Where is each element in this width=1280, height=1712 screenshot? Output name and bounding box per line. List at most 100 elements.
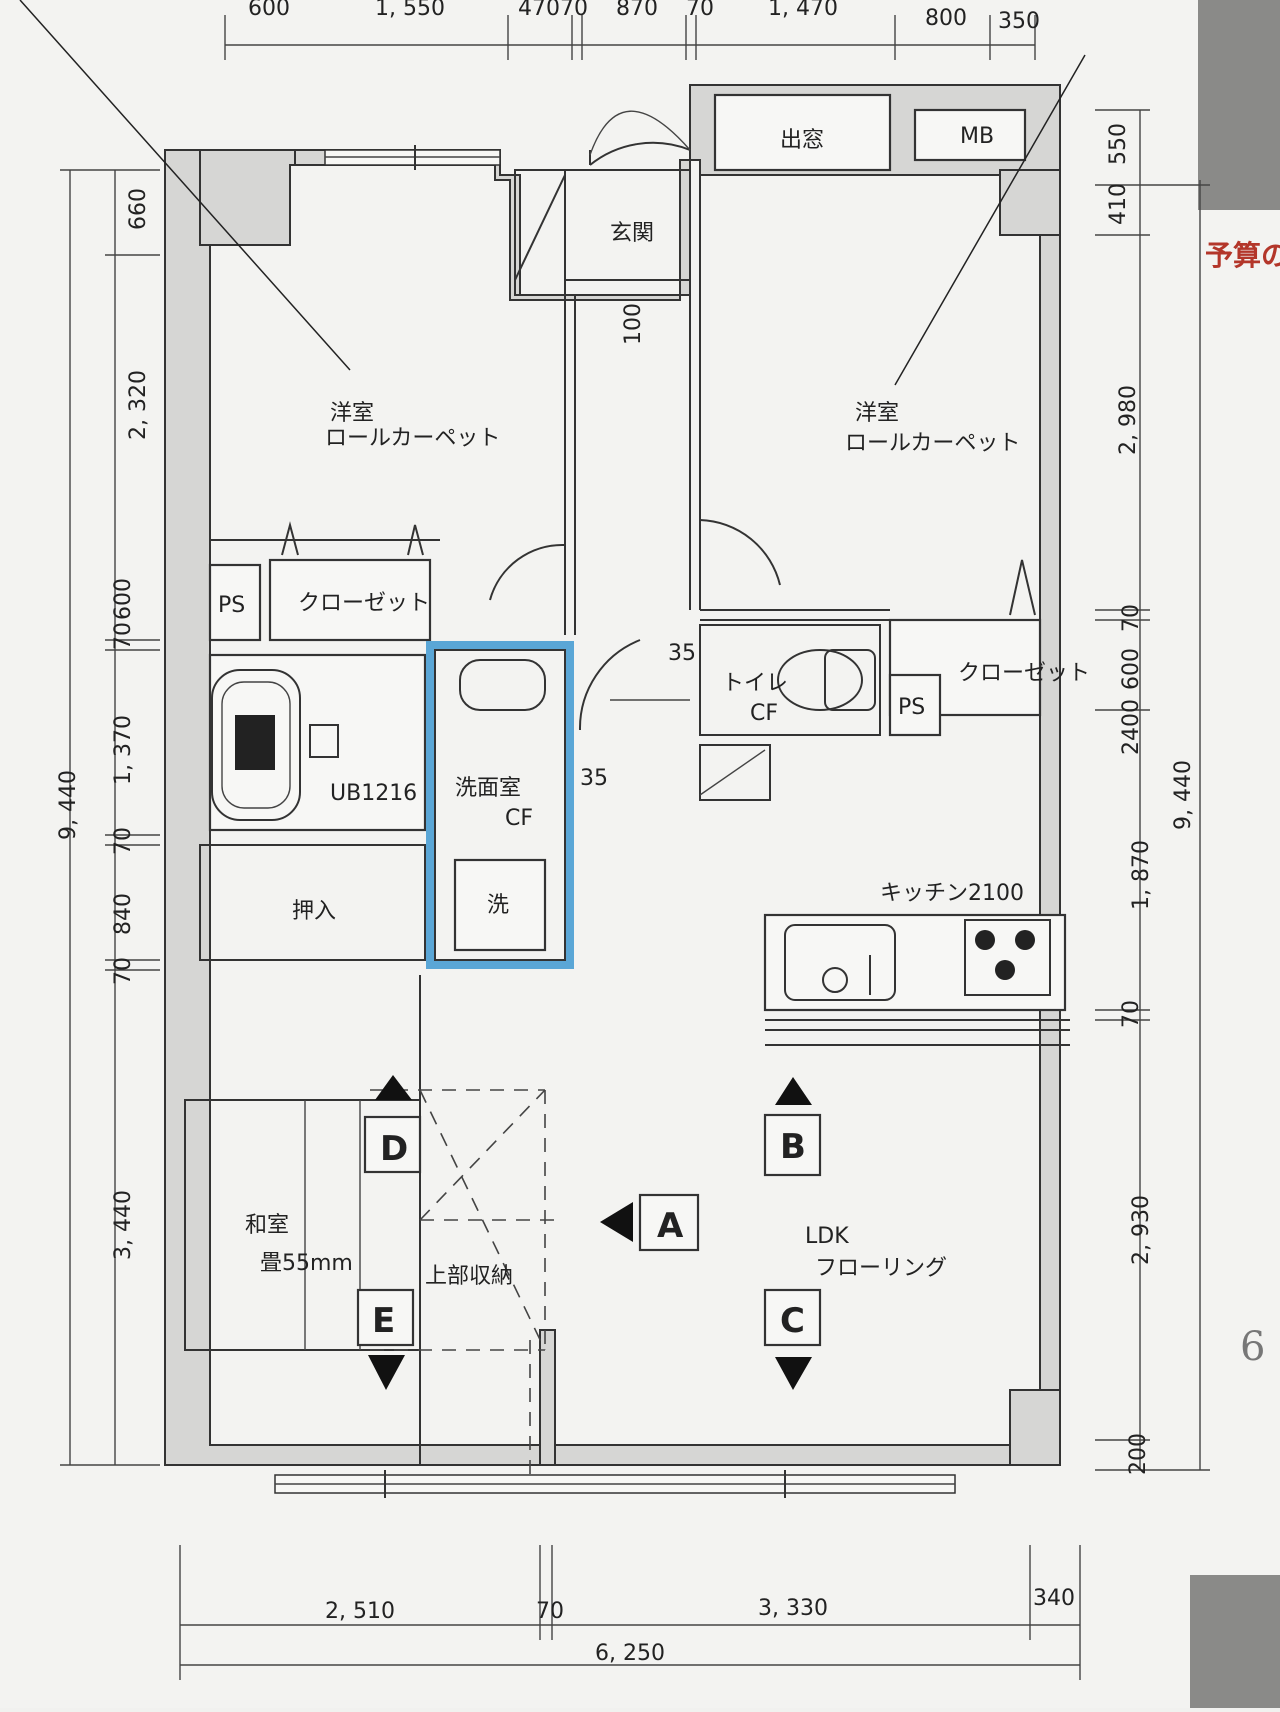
dim-top-5: 870 — [616, 0, 658, 21]
bay-window-label: 出窓 — [780, 128, 824, 153]
western-room-left-label: 洋室 — [330, 401, 374, 426]
closet-right-door — [1009, 559, 1036, 616]
dim-right-2: 410 — [1106, 183, 1131, 225]
kitchen-label: キッチン2100 — [880, 881, 1024, 906]
mb-box — [913, 108, 1027, 162]
toilet-room: 35 トイレ CF — [578, 624, 881, 801]
ps-right-label: PS — [898, 695, 925, 720]
ldk-label: LDK — [805, 1224, 849, 1249]
dim-left-8: 70 — [111, 957, 136, 985]
western-room-right: 洋室 ロールカーペット — [699, 401, 1020, 621]
dim-left-6: 70 — [111, 827, 136, 855]
top-dimension-line: 600 1, 550 470 70 870 70 1, 470 800 350 — [224, 0, 1040, 60]
dim-bottom-3: 3, 330 — [758, 1596, 828, 1621]
marker-a: A — [600, 1193, 700, 1252]
unit-bath: UB1216 — [208, 653, 427, 832]
dim-washroom-35: 35 — [580, 766, 608, 791]
entrance-label: 玄関 — [610, 221, 654, 246]
outer-wall — [164, 84, 1061, 1466]
dim-top-1: 600 — [248, 0, 290, 21]
washroom-label: 洗面室 — [455, 776, 521, 801]
marker-b: B — [763, 1077, 822, 1177]
dim-top-8: 800 — [925, 6, 967, 31]
closet-left-doors — [281, 521, 424, 556]
bay-window-area — [713, 93, 892, 172]
right-dimension-line: 550 410 2, 980 70 600 2400 1, 870 70 2, … — [1095, 109, 1210, 1475]
washer-label: 洗 — [487, 893, 509, 918]
ps-left-box — [208, 563, 262, 642]
dim-top-2: 1, 550 — [375, 0, 445, 21]
dim-right-5: 600 — [1119, 648, 1144, 690]
washitsu-label: 和室 — [245, 1213, 289, 1238]
ps-left-label: PS — [218, 593, 245, 618]
annotation-line-right — [894, 54, 1086, 386]
unit-bath-label: UB1216 — [330, 781, 417, 806]
svg-text:E: E — [372, 1301, 395, 1341]
dim-right-9: 2, 930 — [1129, 1195, 1154, 1265]
dim-right-3: 2, 980 — [1116, 385, 1141, 455]
washitsu: 和室 畳55mm — [184, 975, 421, 1465]
tatami-label: 畳55mm — [260, 1251, 353, 1276]
dim-bottom-2: 70 — [536, 1599, 564, 1624]
background-dark-corner-top — [1198, 0, 1280, 210]
washroom-cf-label: CF — [505, 806, 533, 831]
svg-text:A: A — [657, 1206, 684, 1246]
marker-c: C — [763, 1288, 822, 1390]
window-bottom — [274, 1470, 956, 1498]
dim-right-1: 550 — [1106, 123, 1131, 165]
dim-bottom-4: 340 — [1033, 1586, 1075, 1611]
dim-top-3: 470 — [518, 0, 560, 21]
marker-d: D — [363, 1075, 422, 1174]
dim-left-7: 840 — [111, 893, 136, 935]
western-room-right-carpet: ロールカーペット — [845, 431, 1020, 456]
upper-storage-label: 上部収納 — [425, 1264, 513, 1289]
dim-left-4: 600 — [111, 578, 136, 620]
svg-text:B: B — [780, 1127, 806, 1167]
washroom: 洗面室 CF 洗 35 — [426, 641, 608, 969]
dim-top-6: 70 — [686, 0, 714, 21]
oshiire-label: 押入 — [292, 899, 336, 924]
window-top-left — [324, 145, 501, 170]
dim-left-9: 3, 440 — [111, 1190, 136, 1260]
dim-left-5: 1, 370 — [111, 715, 136, 785]
bottom-dimension-line: 2, 510 70 3, 330 340 6, 250 — [179, 1545, 1081, 1680]
dim-top-7: 1, 470 — [768, 0, 838, 21]
dim-bottom-1: 2, 510 — [325, 1599, 395, 1624]
dim-right-7: 1, 870 — [1129, 840, 1154, 910]
dim-right-6: 2400 — [1119, 699, 1144, 755]
western-room-right-label: 洋室 — [855, 401, 899, 426]
dim-left-3: 70 — [111, 622, 136, 650]
left-dimension-line: 660 2, 320 70 600 1, 370 70 840 70 3, 44… — [56, 169, 160, 1466]
svg-text:C: C — [780, 1301, 805, 1341]
dim-right-4: 70 — [1119, 604, 1144, 632]
entrance-door — [589, 110, 691, 166]
flooring-label: フローリング — [815, 1256, 947, 1281]
dim-left-2: 2, 320 — [126, 370, 151, 440]
kitchen: キッチン2100 — [763, 881, 1070, 1046]
closet-right-label: クローゼット — [958, 661, 1090, 686]
oshiire: 押入 — [199, 844, 426, 961]
side-text-budget: 予算の — [1205, 239, 1280, 272]
dim-top-4: 70 — [560, 0, 588, 21]
dim-left-total: 9, 440 — [56, 770, 81, 840]
western-room-left-carpet: ロールカーペット — [325, 426, 500, 451]
dim-right-10: 200 — [1126, 1433, 1151, 1475]
side-handwriting: 6 — [1240, 1324, 1265, 1370]
mb-label: MB — [960, 124, 994, 149]
western-room-left: 洋室 ロールカーペット — [210, 401, 566, 620]
dim-top-9: 350 — [998, 9, 1040, 34]
dim-toilet-35: 35 — [668, 641, 696, 666]
toilet-label: トイレ — [722, 671, 788, 696]
toilet-cf-label: CF — [750, 701, 778, 726]
background-dark-corner-bottom — [1190, 1575, 1280, 1708]
dim-left-1: 660 — [126, 188, 151, 230]
closet-left-label: クローゼット — [298, 591, 430, 616]
closet-left-box — [268, 558, 432, 642]
dim-hall-100: 100 — [621, 303, 646, 345]
entrance-area: 玄関 100 — [514, 169, 691, 345]
marker-e: E — [356, 1288, 415, 1390]
svg-text:D: D — [380, 1129, 408, 1169]
dim-right-8: 70 — [1119, 1000, 1144, 1028]
